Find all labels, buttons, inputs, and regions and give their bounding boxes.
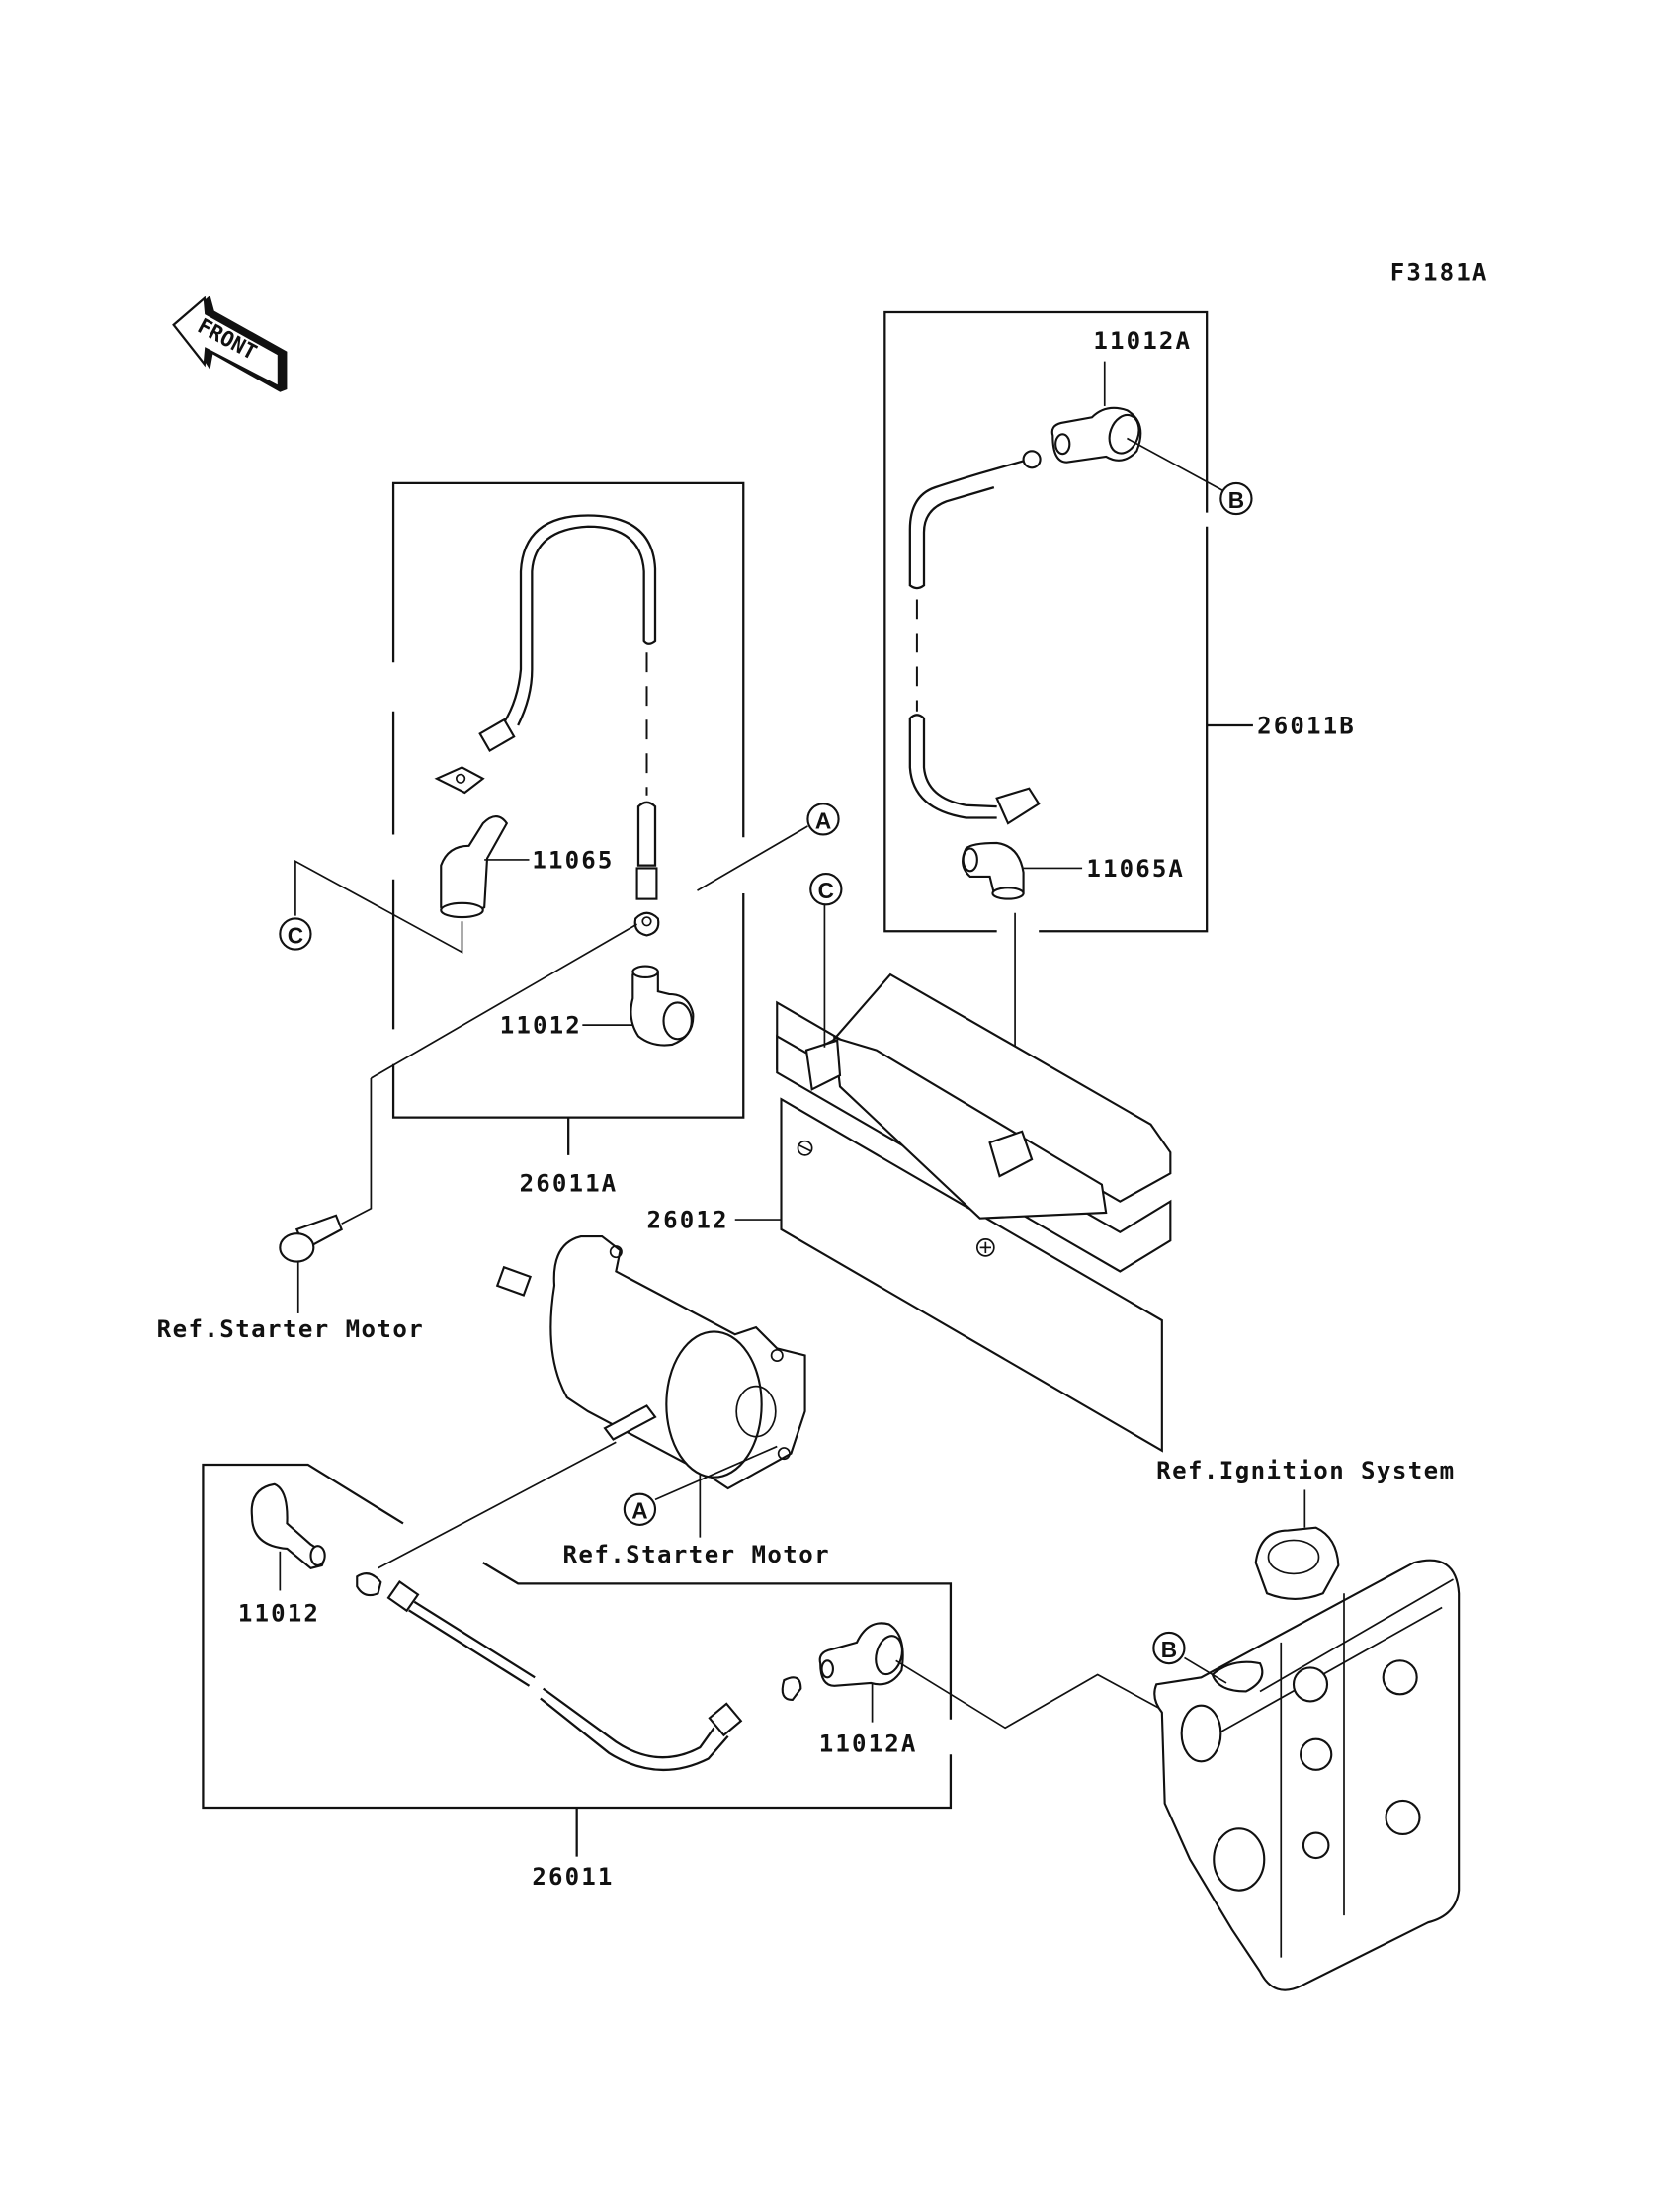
part-label-11012-bottom: 11012 — [238, 1600, 320, 1628]
ref-label-ignition-system: Ref.Ignition System — [1156, 1457, 1455, 1484]
terminal-cover-11012-bottom — [250, 1482, 326, 1569]
terminal-boot-11065 — [440, 814, 509, 919]
terminal-cover-11012-mid — [630, 965, 695, 1047]
svg-text:C: C — [818, 878, 834, 903]
svg-text:C: C — [288, 922, 303, 948]
cable-26011A — [434, 514, 660, 937]
connector-C-battery: C — [809, 873, 843, 906]
part-label-11012A-bottom: 11012A — [819, 1730, 918, 1757]
starter-stud — [603, 1404, 657, 1441]
kit-box-26011A — [391, 481, 745, 1155]
starter-motor — [495, 1234, 806, 1490]
svg-text:A: A — [815, 807, 831, 833]
figure-code: F3181A — [1390, 258, 1489, 286]
svg-text:B: B — [1228, 487, 1244, 513]
connector-A-top: A — [806, 803, 840, 836]
connector-C-left: C — [279, 917, 312, 951]
svg-text:A: A — [631, 1498, 647, 1524]
kit-box-26011B — [883, 310, 1253, 933]
starter-bolt — [279, 1214, 344, 1263]
connector-B-top: B — [1219, 481, 1253, 516]
part-label-26011: 26011 — [532, 1863, 614, 1891]
battery-26012 — [776, 972, 1172, 1453]
cable-26011B — [908, 450, 1042, 825]
connector-A-bottom: A — [623, 1492, 657, 1526]
terminal-cover-11012A-top — [1050, 406, 1142, 464]
ref-label-starter-motor-bolt: Ref.Starter Motor — [157, 1315, 425, 1343]
terminal-cover-11012A-bottom — [818, 1622, 904, 1687]
part-label-26011A: 26011A — [520, 1170, 619, 1198]
part-label-11012-mid: 11012 — [500, 1012, 582, 1040]
svg-text:B: B — [1161, 1637, 1177, 1662]
part-label-11012A-top: 11012A — [1093, 327, 1192, 355]
front-arrow-icon: FRONT — [172, 296, 288, 392]
part-label-11065A: 11065A — [1086, 855, 1185, 883]
part-label-26011B: 26011B — [1257, 712, 1356, 739]
part-label-11065: 11065 — [532, 846, 614, 874]
ref-label-starter-motor: Ref.Starter Motor — [563, 1541, 831, 1568]
cable-26011 — [356, 1572, 802, 1772]
part-label-26012: 26012 — [647, 1207, 729, 1234]
kit-box-26011 — [202, 1463, 953, 1857]
ignition-housing — [1153, 1526, 1461, 1991]
terminal-boot-11065A — [962, 841, 1025, 900]
connector-B-bottom: B — [1152, 1631, 1186, 1665]
